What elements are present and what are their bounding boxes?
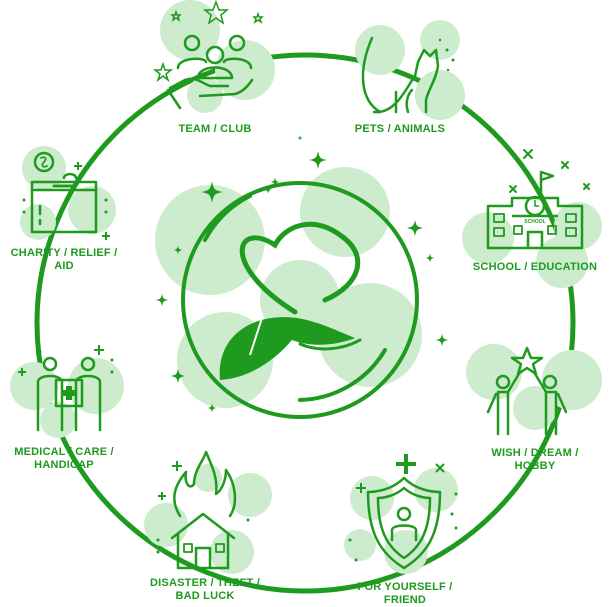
label-line: FOR YOURSELF / xyxy=(357,581,453,593)
category-for-yourself-friend xyxy=(344,454,458,574)
label-line: SCHOOL / EDUCATION xyxy=(472,261,598,273)
label-line: BAD LUCK xyxy=(175,590,235,602)
label-line: FRIEND xyxy=(383,594,427,606)
burning-house-icon xyxy=(170,450,237,570)
label-pets-animals: PETS / ANIMALS xyxy=(330,123,470,136)
label-line: HANDICAP xyxy=(34,459,94,471)
label-line: PETS / ANIMALS xyxy=(354,123,446,135)
category-team-club xyxy=(152,0,275,113)
people-hand-icon xyxy=(166,34,254,110)
medical-people-icon xyxy=(36,356,102,432)
category-pets-animals xyxy=(355,20,465,120)
label-line: CHARITY / RELIEF / xyxy=(10,247,118,259)
cat-icon xyxy=(361,36,440,114)
label-line: HOBBY xyxy=(514,460,556,472)
label-medical-care-handicap: MEDICAL / CARE / HANDICAP xyxy=(0,446,128,472)
label-line: DISASTER / THEFT / xyxy=(150,577,260,589)
category-disaster-theft-badluck xyxy=(144,450,272,574)
label-line: TEAM / CLUB xyxy=(178,123,252,135)
label-charity-relief-aid: CHARITY / RELIEF / AID xyxy=(0,247,128,273)
category-wish-dream-hobby xyxy=(466,344,602,436)
center-emblem xyxy=(155,135,449,419)
label-line: AID xyxy=(54,260,74,272)
label-for-yourself-friend: FOR YOURSELF / FRIEND xyxy=(335,581,475,607)
label-school-education: SCHOOL / EDUCATION xyxy=(462,261,608,274)
star-reach-icon xyxy=(486,346,568,436)
shield-person-icon xyxy=(366,476,442,570)
category-school-education: SCHOOL xyxy=(462,149,602,288)
category-charity-relief-aid xyxy=(20,146,116,240)
outer-ring xyxy=(34,52,576,594)
label-line: WISH / DREAM / xyxy=(491,447,579,459)
heart-hand-icon xyxy=(219,221,362,380)
label-team-club: TEAM / CLUB xyxy=(150,123,280,136)
label-disaster-theft-badluck: DISASTER / THEFT / BAD LUCK xyxy=(125,577,285,603)
label-wish-dream-hobby: WISH / DREAM / HOBBY xyxy=(465,447,605,473)
category-medical-care-handicap xyxy=(10,345,124,438)
school-building-icon xyxy=(486,170,584,250)
donation-box-icon xyxy=(30,151,98,234)
school-sign-text: SCHOOL xyxy=(524,219,545,225)
label-line: MEDICAL / CARE / xyxy=(14,446,114,458)
